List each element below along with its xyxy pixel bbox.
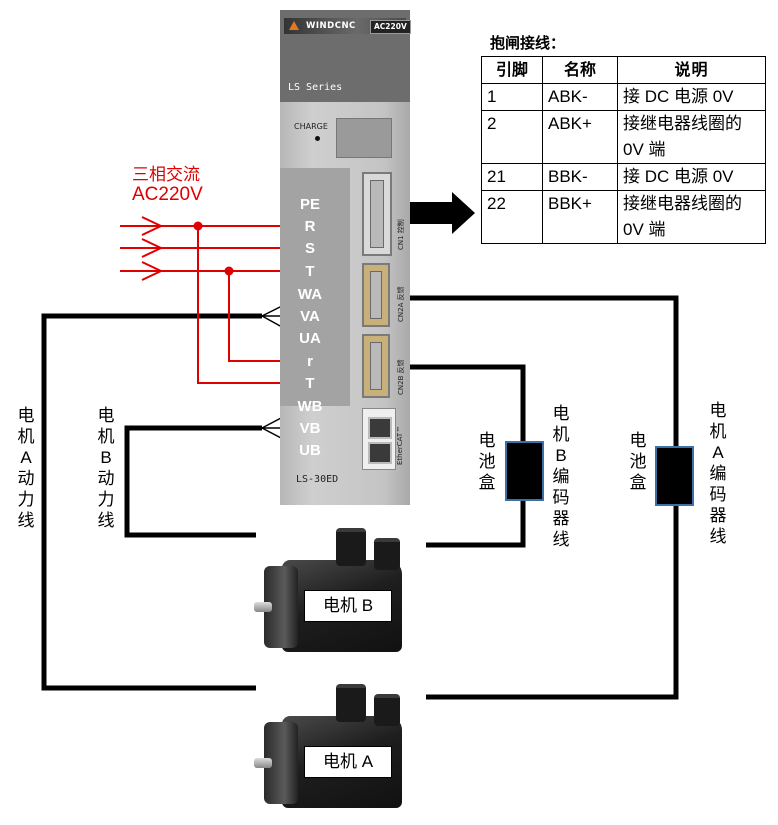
battery-box-a (655, 446, 694, 506)
cn2b-pins (370, 342, 382, 390)
terminal-t-control: T (305, 375, 315, 392)
cell-desc: 接 DC 电源 0V (617, 163, 766, 191)
cell-pin: 22 (481, 190, 543, 244)
table-row: 22 BBK+ 接继电器线圈的0V 端 (481, 190, 766, 244)
rj45-port-in (368, 417, 392, 439)
model-label: LS-30ED (296, 474, 339, 485)
motor-b-label: 电机 B (304, 590, 392, 622)
encoder-b-label: 电机B编码器线 (552, 404, 570, 549)
motor-a-shaft (254, 758, 272, 768)
series-label: LS Series (288, 82, 343, 93)
cell-name: BBK- (542, 163, 618, 191)
motor-b-shaft (254, 602, 272, 612)
cn2b-label: CN2B 反馈 (397, 359, 405, 395)
table-row: 1 ABK- 接 DC 电源 0V (481, 83, 766, 111)
cell-name: BBK+ (542, 190, 618, 244)
brand-bar: WINDCNC AC220V (284, 18, 411, 34)
motor-b: 电机 B (254, 522, 426, 654)
motor-a-label: 电机 A (304, 746, 392, 778)
table-row: 2 ABK+ 接继电器线圈的0V 端 (481, 110, 766, 164)
motor-b-power-wire (124, 425, 262, 538)
terminal-ua: UA (299, 330, 321, 347)
cn2a-pins (370, 271, 382, 319)
header-name: 名称 (542, 56, 618, 84)
motor-a-power-label: 电机A动力线 (17, 406, 35, 530)
cell-desc: 接继电器线圈的0V 端 (617, 190, 766, 244)
table-row: 21 BBK- 接 DC 电源 0V (481, 163, 766, 191)
ethercat-label: EtherCAT™ (396, 425, 404, 465)
terminal-r-control: r (307, 353, 313, 370)
terminal-pe: PE (299, 196, 320, 213)
terminal-wa: WA (297, 286, 323, 303)
motor-a-encoder-connector (374, 694, 400, 726)
cn2a-label: CN2A 反馈 (397, 286, 405, 322)
brand-name: WINDCNC (306, 21, 356, 31)
cell-pin: 1 (481, 83, 543, 111)
encoder-a-label: 电机A编码器线 (709, 401, 727, 546)
voltage-badge: AC220V (370, 20, 411, 34)
cell-desc: 接继电器线圈的0V 端 (617, 110, 766, 164)
motor-a-power-connector (336, 684, 366, 722)
cn2a-connector (362, 263, 390, 327)
red-wires (120, 216, 302, 384)
cell-name: ABK+ (542, 110, 618, 164)
cn1-connector (362, 172, 392, 256)
table-header-row: 引脚 名称 说明 (481, 56, 766, 84)
terminal-ub: UB (299, 442, 321, 459)
ethercat-ports (362, 408, 396, 470)
header-desc: 说明 (617, 56, 766, 84)
junction-t (224, 266, 234, 276)
display-window (336, 118, 392, 158)
power-supply-label: 三相交流 (132, 165, 200, 184)
cn1-label: CN1 控制 (397, 219, 405, 250)
motor-b-encoder-connector (374, 538, 400, 570)
cn2b-connector (362, 334, 390, 398)
servo-driver: WINDCNC AC220V LS Series CHARGE CN1 控制 C… (280, 10, 411, 505)
cell-pin: 21 (481, 163, 543, 191)
terminal-s: S (304, 240, 315, 257)
junction-r (193, 221, 203, 231)
terminal-va: VA (300, 308, 320, 325)
rj45-port-out (368, 442, 392, 464)
brand-logo-icon (289, 21, 299, 30)
power-supply-voltage: AC220V (132, 184, 203, 205)
cell-name: ABK- (542, 83, 618, 111)
terminal-vb: VB (299, 420, 321, 437)
battery-box-a-label: 电池盒 (629, 431, 647, 492)
motor-a-power-wire (41, 313, 262, 691)
terminal-r: R (304, 218, 316, 235)
header-pin: 引脚 (481, 56, 543, 84)
motor-b-power-label: 电机B动力线 (97, 406, 115, 530)
terminal-block (280, 168, 350, 406)
brake-wiring-table: 引脚 名称 说明 1 ABK- 接 DC 电源 0V 2 ABK+ 接继电器线圈… (481, 56, 766, 244)
cell-pin: 2 (481, 110, 543, 164)
brake-table-title: 抱闸接线： (490, 34, 566, 52)
terminal-t: T (305, 263, 315, 280)
terminal-wb: WB (297, 398, 323, 415)
cn1-pins (370, 180, 384, 248)
motor-a: 电机 A (254, 678, 426, 810)
cn1-to-table-arrow (410, 192, 475, 234)
motor-b-power-connector (336, 528, 366, 566)
battery-box-b-label: 电池盒 (478, 431, 496, 492)
cell-desc: 接 DC 电源 0V (617, 83, 766, 111)
charge-label: CHARGE (294, 122, 328, 131)
charge-led-icon (315, 136, 320, 141)
battery-box-b (505, 441, 544, 501)
